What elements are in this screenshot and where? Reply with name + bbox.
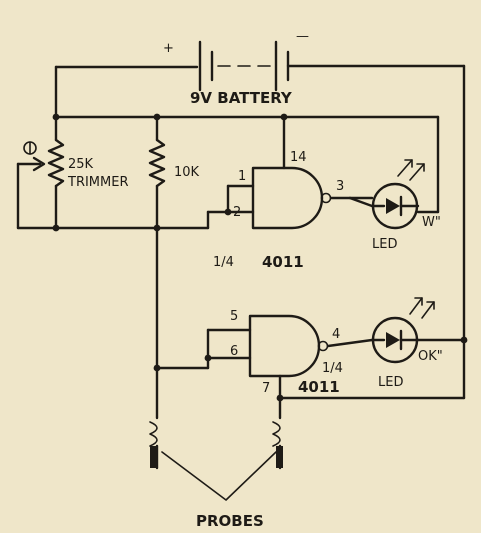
gate1-pin-a-label: 1: [238, 169, 246, 184]
battery: [54, 40, 466, 92]
nand-gate-1: [155, 115, 374, 230]
resistor-10k: [54, 115, 166, 232]
positive-rail: [52, 65, 440, 214]
battery-label: 9V BATTERY: [190, 89, 293, 107]
gate2-pin-out-label: 4: [332, 327, 340, 342]
gate1-pin-b-label: 2: [233, 205, 241, 220]
gate2-pin-a-label: 5: [230, 309, 238, 324]
gate1-led-wire: [348, 196, 374, 208]
gate2-pin-b-label: 6: [230, 344, 238, 359]
gate2-fraction-label: 1/4: [322, 361, 343, 376]
trimmer-adjust-icon: [23, 141, 37, 155]
led2-label: LED: [378, 375, 403, 390]
gate1-part-label: 4011: [262, 253, 304, 271]
led-2-light-icon: [409, 297, 435, 319]
gate1-pin-out-label: 3: [336, 179, 344, 194]
gate1-pin-vdd-label: 14: [290, 150, 307, 165]
trimmer-potentiometer: [16, 115, 65, 232]
led-1: [370, 182, 420, 230]
probe-right: [272, 421, 283, 470]
nand-gate-2: [204, 314, 374, 420]
led2-tag-label: OK": [418, 349, 443, 364]
resistor-label: 10K: [174, 165, 200, 180]
led-2: [370, 316, 420, 364]
probes-label: PROBES: [196, 512, 264, 530]
battery-minus-label: —: [296, 29, 309, 44]
led1-tag-label: W": [422, 215, 441, 230]
led1-label: LED: [372, 237, 397, 252]
trimmer-value-label: 25K: [68, 157, 94, 172]
probes-pointer-lines: [161, 451, 277, 501]
probe-left: [149, 421, 159, 470]
probe-wire-left: [153, 226, 210, 420]
gate2-pin-vss-label: 7: [262, 381, 270, 396]
gate2-part-label: 4011: [298, 378, 340, 396]
battery-plus-label: +: [163, 41, 174, 56]
gate1-fraction-label: 1/4: [213, 255, 234, 270]
trimmer-name-label: TRIMMER: [67, 175, 129, 190]
led-1-light-icon: [397, 159, 425, 181]
